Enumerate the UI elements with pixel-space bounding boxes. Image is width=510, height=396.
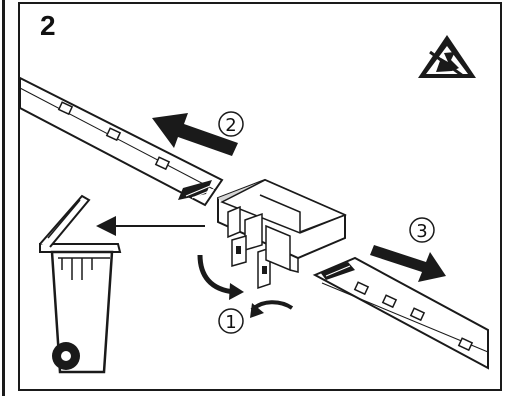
step-number: 2 [40, 10, 56, 41]
arrow-release-latch [197, 254, 294, 318]
led-chip [381, 294, 398, 309]
led-strip-new [312, 256, 489, 370]
led-strip-connector-icon [217, 178, 347, 290]
strip-contacts [320, 262, 355, 280]
led-chip [409, 307, 426, 322]
svg-text:3: 3 [416, 221, 427, 242]
led-chip [353, 281, 370, 296]
led-chip [105, 127, 122, 142]
arrow-step-2 [152, 113, 238, 156]
arrow-step-3 [370, 245, 446, 282]
callout-3: 3 [409, 217, 435, 243]
svg-text:1: 1 [225, 312, 236, 333]
callout-1: 1 [218, 308, 244, 334]
led-strip-old [19, 76, 224, 207]
svg-text:2: 2 [225, 115, 236, 136]
wheelie-bin-icon [39, 194, 122, 374]
led-chip [57, 101, 74, 116]
callout-2: 2 [218, 111, 244, 137]
page-edge-rule [2, 0, 5, 396]
led-chip [154, 156, 171, 171]
led-chip [457, 337, 474, 352]
esd-warning-icon [418, 35, 476, 78]
strip-contacts [178, 180, 215, 200]
